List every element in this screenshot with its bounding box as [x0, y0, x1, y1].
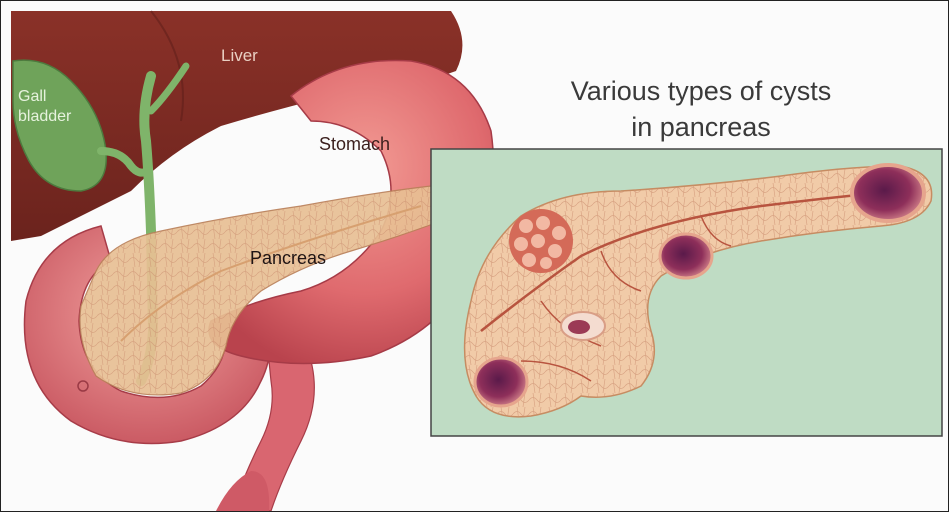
cyst-head: [475, 358, 527, 406]
stomach-label: Stomach: [319, 134, 390, 155]
honeycomb-cyst: [509, 209, 573, 273]
cyst-tail: [852, 165, 924, 221]
gallbladder-label: Gall bladder: [18, 87, 71, 127]
liver-label: Liver: [221, 46, 258, 66]
gallbladder-label-line2: bladder: [18, 108, 71, 125]
intestine-tail: [216, 471, 269, 511]
figure-title-line2: in pancreas: [531, 109, 871, 145]
gallbladder-label-line1: Gall: [18, 88, 46, 105]
pancreas-label: Pancreas: [250, 248, 326, 269]
figure-title: Various types of cysts in pancreas: [531, 73, 871, 145]
cyst-body: [660, 234, 712, 278]
figure-title-line1: Various types of cysts: [531, 73, 871, 109]
cyst-small-core: [568, 320, 590, 334]
